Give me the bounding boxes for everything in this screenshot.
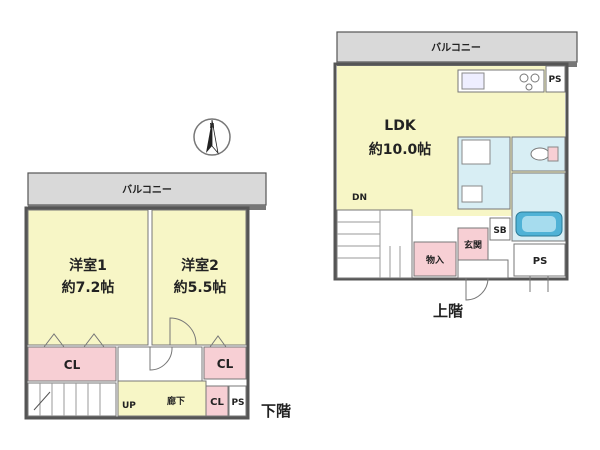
room2-size: 約5.5帖 bbox=[174, 279, 227, 296]
storage-room bbox=[413, 241, 457, 277]
ldk-size: 約10.0帖 bbox=[369, 141, 432, 158]
shoe-box bbox=[489, 217, 511, 241]
lower-balcony-label: バルコニー bbox=[122, 184, 172, 196]
kitchen-sink bbox=[461, 72, 485, 90]
upper-balcony bbox=[336, 31, 578, 63]
hall-label: 廊下 bbox=[167, 395, 185, 407]
stove-burner bbox=[519, 73, 529, 83]
washer-space bbox=[461, 139, 491, 165]
stove-burner bbox=[525, 83, 533, 91]
closet-2-label: CL bbox=[217, 357, 234, 371]
sb-label: SB bbox=[493, 226, 506, 236]
washbasin bbox=[461, 185, 483, 203]
lower-balcony bbox=[27, 172, 267, 206]
western-room-2 bbox=[151, 209, 247, 346]
room2-name: 洋室2 bbox=[181, 257, 219, 274]
lower-floor-label: 下階 bbox=[261, 402, 291, 420]
compass-north: N bbox=[209, 122, 214, 130]
room1-name: 洋室1 bbox=[69, 257, 107, 274]
toilet-icon bbox=[530, 147, 550, 161]
closet-2 bbox=[203, 346, 247, 380]
storage-label: 物入 bbox=[426, 254, 444, 266]
closet-1 bbox=[27, 346, 117, 382]
upper-stairs bbox=[336, 209, 413, 279]
dn-label: DN bbox=[352, 193, 367, 203]
upper-floor-plan: バルコニー LDK 約10.0帖 PS bbox=[333, 31, 578, 320]
hallway bbox=[117, 380, 207, 417]
lower-ps-label: PS bbox=[231, 398, 244, 408]
upper-balcony-label: バルコニー bbox=[431, 42, 481, 54]
upper-ps-bottom-label: PS bbox=[533, 256, 548, 267]
closet-3 bbox=[205, 385, 229, 417]
upper-ps-bottom bbox=[513, 243, 566, 277]
upper-ps-top bbox=[545, 65, 566, 93]
lower-stairs bbox=[27, 382, 117, 417]
closet-1-label: CL bbox=[64, 358, 81, 372]
compass-needle-icon bbox=[206, 120, 212, 153]
lower-floor-plan: バルコニー 洋室1 約7.2帖 洋室2 約5.5帖 CL CL 廊下 bbox=[24, 172, 291, 420]
lower-ps bbox=[228, 385, 247, 417]
stove-burner bbox=[530, 73, 540, 83]
entrance-floor bbox=[457, 259, 509, 279]
upper-floor-label: 上階 bbox=[433, 302, 463, 320]
western-room-1 bbox=[27, 209, 149, 346]
closet-3-label: CL bbox=[210, 397, 224, 408]
ldk-name: LDK bbox=[384, 118, 417, 134]
up-label: UP bbox=[122, 401, 136, 411]
upper-ps-top-label: PS bbox=[548, 75, 561, 85]
room1-size: 約7.2帖 bbox=[62, 279, 115, 296]
compass: N bbox=[193, 118, 231, 156]
entrance-label: 玄関 bbox=[464, 239, 482, 251]
